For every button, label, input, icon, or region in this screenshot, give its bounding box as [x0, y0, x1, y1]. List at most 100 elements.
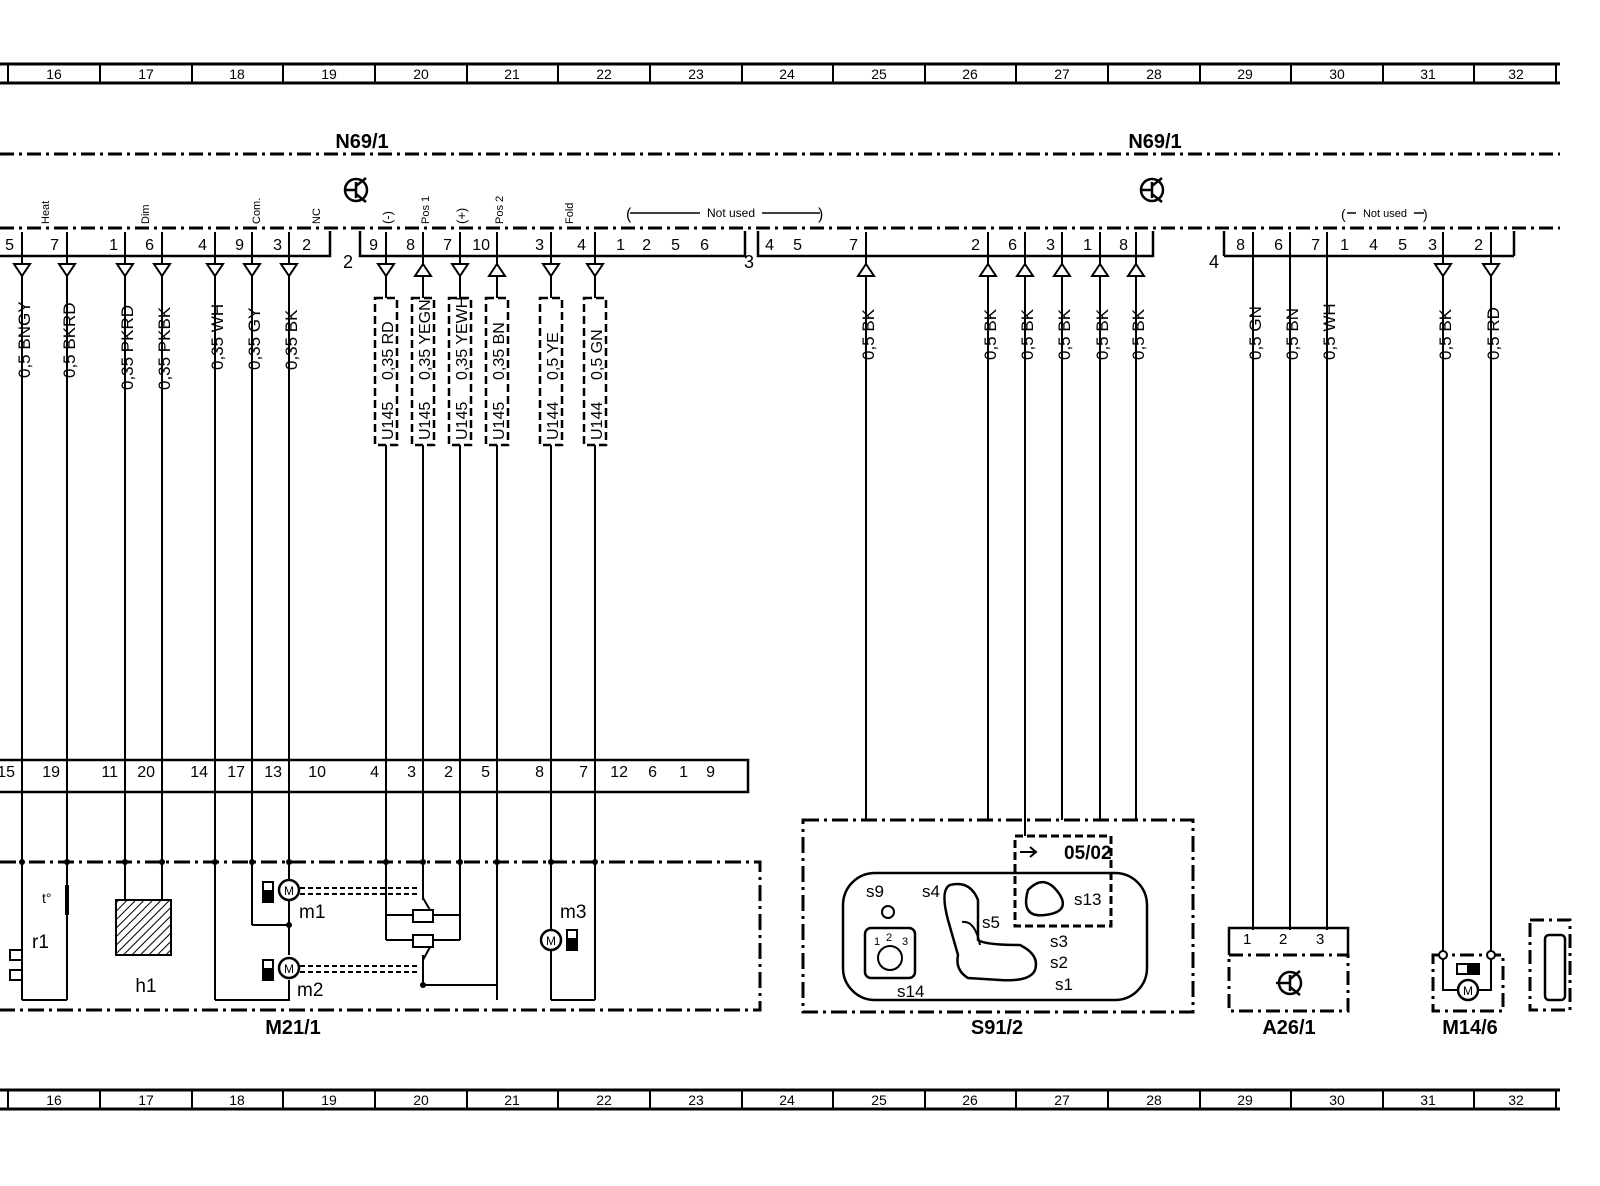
signal-pos2: Pos 2	[494, 196, 506, 224]
pin-number: 2	[642, 237, 651, 254]
connector-bars	[0, 231, 1516, 258]
mirror-internal-wiring	[22, 860, 595, 1001]
signal-nc: NC	[311, 208, 323, 224]
pin-number: 3	[1428, 237, 1437, 254]
pin-number: 13	[264, 764, 282, 781]
pin-number: 8	[535, 764, 544, 781]
wire-label: 0,5 BNGY	[15, 301, 34, 378]
col-label-31: 31	[1420, 1092, 1436, 1108]
a26-pin-3: 3	[1316, 931, 1324, 948]
wire-label: 0,5 BN	[1283, 308, 1302, 360]
m14-boundary	[1431, 953, 1505, 1013]
signal-names: Heat Dim Com. NC (-) Pos 1 (+) Pos 2 Fol…	[40, 196, 576, 224]
switch-s9-label: s9	[866, 882, 884, 901]
pin-number: 3	[273, 237, 282, 254]
signal-heat: Heat	[40, 201, 52, 224]
wire-label: 0,5 GN	[1246, 306, 1265, 360]
pin-number: 12	[610, 764, 628, 781]
partial-component-boundary	[1528, 918, 1572, 1012]
pin-number: 10	[472, 237, 490, 254]
not-used-label: Not used	[707, 206, 755, 220]
pin-number: 8	[1119, 237, 1128, 254]
pin-number: 4	[198, 237, 207, 254]
col-label-32: 32	[1508, 66, 1524, 82]
col-label-27: 27	[1054, 1092, 1070, 1108]
col-label-30: 30	[1329, 66, 1345, 82]
col-label-29: 29	[1237, 66, 1253, 82]
pin-number: 4	[1369, 237, 1378, 254]
wire-label: 0,35 YEGN	[417, 299, 434, 380]
wire-label: 0,35 PKBK	[155, 306, 174, 390]
bracket-close: )	[818, 206, 823, 223]
switch-s1-label: s1	[1055, 975, 1073, 994]
motor-icon: M	[262, 878, 301, 903]
pin-number: 2	[971, 237, 980, 254]
wire-label: 0,5 GN	[589, 329, 606, 380]
pin-number: 9	[369, 237, 378, 254]
motor-letter: M	[284, 962, 294, 976]
col-label-16: 16	[46, 66, 62, 82]
wire-label: 0,35 YEWH	[454, 297, 471, 380]
motor-m3-label: m3	[560, 902, 586, 923]
wire-label: 0,5 BK	[1129, 308, 1148, 360]
col-label-31: 31	[1420, 66, 1436, 82]
arrow-right-icon	[1020, 846, 1038, 858]
wire-code-boxes	[373, 296, 608, 447]
mechanical-link	[300, 887, 420, 973]
not-used-label: Not used	[1363, 208, 1407, 220]
variant-box	[1013, 834, 1113, 928]
col-label-25: 25	[871, 66, 887, 82]
wire-label: 0,35 GY	[245, 308, 264, 370]
pin-number: 2	[302, 237, 311, 254]
wires	[21, 232, 1492, 1000]
col-label-19: 19	[321, 1092, 337, 1108]
col-label-18: 18	[229, 66, 245, 82]
pin-number: 3	[407, 764, 416, 781]
col-label-21: 21	[504, 66, 520, 82]
pin-number: 9	[235, 237, 244, 254]
col-label-22: 22	[596, 1092, 612, 1108]
wire-label: 0,35 RD	[380, 321, 397, 380]
pin-number: 1	[1083, 237, 1092, 254]
transistor-icon	[1276, 970, 1303, 996]
heating-element-icon	[115, 899, 172, 956]
col-label-16: 16	[46, 1092, 62, 1108]
pin-number: 20	[137, 764, 155, 781]
col-label-19: 19	[321, 66, 337, 82]
switch-assembly-label: S91/2	[971, 1017, 1023, 1039]
connector-3-label: 3	[744, 252, 754, 272]
signal-minus: (-)	[380, 211, 395, 224]
pin-number: 9	[706, 764, 715, 781]
seat-icon	[943, 882, 1038, 982]
grid-bottom-labels: 16 17 18 19 20 21 22 23 24 25 26 27 28 2…	[46, 1092, 1524, 1108]
wire-label: 0,35 BK	[282, 309, 301, 370]
grid-top	[0, 62, 1560, 85]
memory-button-icon	[1024, 881, 1065, 917]
pin-number: 5	[1398, 237, 1407, 254]
pin-number: 3	[535, 237, 544, 254]
variant-date: 05/02	[1064, 843, 1112, 864]
switch-s13-label: s13	[1074, 890, 1101, 909]
switch-s2-label: s2	[1050, 953, 1068, 972]
grid-top-labels: 16 17 18 19 20 21 22 23 24 25 26 27 28 2…	[46, 66, 1524, 82]
col-label-17: 17	[138, 1092, 154, 1108]
pin-number: 5	[671, 237, 680, 254]
connector-1-pins: 5 7 1 6 4 9 3 2	[5, 237, 311, 254]
motor-icon: M	[539, 928, 578, 952]
partial-component-icon	[1543, 933, 1567, 1002]
pin-number: 2	[444, 764, 453, 781]
wire-label: 0,5 RD	[1484, 307, 1503, 360]
wire-label: 0,5 BK	[1018, 308, 1037, 360]
pin-number: 19	[42, 764, 60, 781]
pin-number: 6	[145, 237, 154, 254]
connector-2-pins: 9 8 7 10 3 4 1 2 5 6	[369, 237, 709, 254]
pin-number: 7	[50, 237, 59, 254]
pin-number: 7	[1311, 237, 1320, 254]
pin-number: 5	[5, 237, 14, 254]
switch-s4-label: s4	[922, 882, 940, 901]
selector-knob-icon	[863, 926, 917, 980]
motor-letter: M	[1463, 984, 1473, 998]
signal-dim: Dim	[140, 204, 152, 224]
a26-pin-2: 2	[1279, 931, 1287, 948]
